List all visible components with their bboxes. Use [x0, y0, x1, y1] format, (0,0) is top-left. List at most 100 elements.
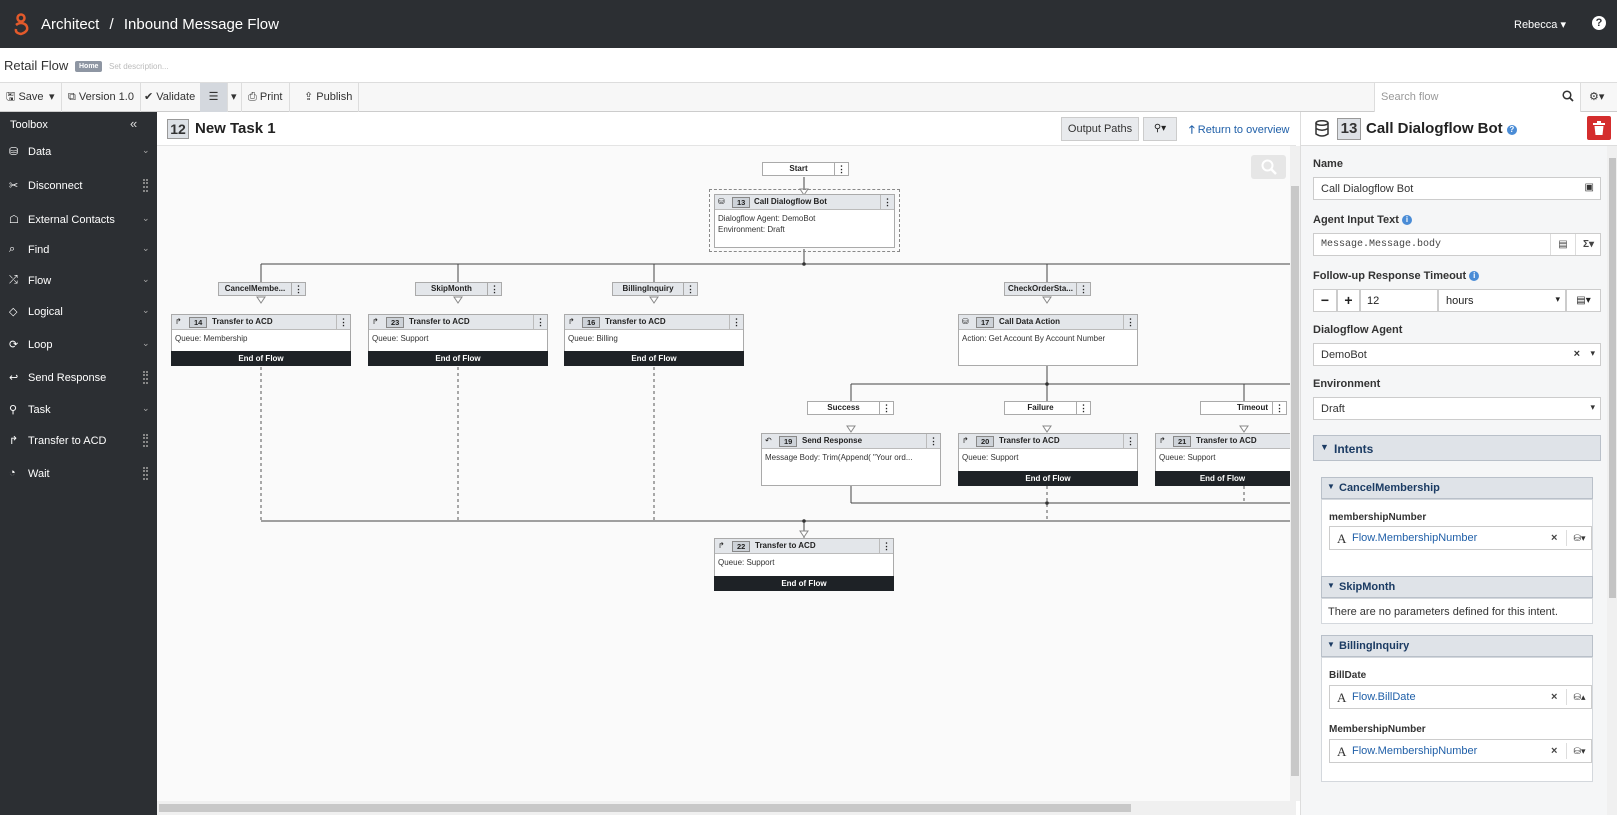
- expression-icon[interactable]: Σ▾: [1575, 234, 1601, 255]
- version-button[interactable]: ⧉ Version 1.0: [62, 83, 141, 112]
- save-dropdown-button[interactable]: ▾: [46, 83, 62, 112]
- breadcrumb-architect[interactable]: Architect: [41, 16, 100, 33]
- drag-handle-icon[interactable]: [143, 434, 148, 447]
- delete-button[interactable]: [1587, 116, 1611, 140]
- search-icon[interactable]: [1562, 90, 1574, 102]
- intent-billinginquiry-header[interactable]: ▼BillingInquiry: [1321, 635, 1593, 657]
- kebab-menu-icon[interactable]: ⋮: [879, 402, 893, 414]
- kebab-menu-icon[interactable]: ⋮: [1123, 434, 1137, 448]
- kebab-menu-icon[interactable]: ⋮: [879, 539, 893, 553]
- intent-cancelmembership-header[interactable]: ▼CancelMembership: [1321, 477, 1593, 499]
- tree-view-button[interactable]: ⚲▾: [1143, 117, 1177, 141]
- user-menu[interactable]: Rebecca ▾: [1514, 18, 1566, 31]
- kebab-menu-icon[interactable]: ⋮: [1076, 283, 1090, 295]
- panel-scrollbar[interactable]: [1607, 146, 1617, 815]
- toolbox-item-loop[interactable]: ⟳Loop⌄: [0, 335, 157, 357]
- decrement-button[interactable]: −: [1313, 289, 1337, 312]
- agent-input-field[interactable]: Message.Message.body ▤ Σ▾: [1313, 233, 1601, 256]
- clear-icon[interactable]: ×: [1551, 745, 1558, 757]
- drag-handle-icon[interactable]: [143, 179, 148, 192]
- info-icon[interactable]: i: [1402, 215, 1413, 225]
- flow-name[interactable]: Retail Flow: [4, 58, 69, 73]
- branch-billinginquiry[interactable]: BillingInquiry⋮: [612, 282, 698, 296]
- dialogflow-agent-select[interactable]: DemoBot×▾: [1313, 343, 1601, 366]
- kebab-menu-icon[interactable]: ⋮: [336, 315, 350, 329]
- kebab-menu-icon[interactable]: ⋮: [834, 163, 848, 175]
- search-flow-input[interactable]: Search flow: [1374, 83, 1581, 112]
- output-paths-button[interactable]: Output Paths: [1061, 117, 1139, 141]
- outcome-failure[interactable]: Failure⋮: [1004, 401, 1091, 415]
- view-dropdown-button[interactable]: ▾: [228, 83, 242, 112]
- branch-cancelmembership[interactable]: CancelMembe...⋮: [218, 282, 306, 296]
- drag-handle-icon[interactable]: [143, 467, 148, 480]
- return-to-overview-link[interactable]: 🡑 Return to overview: [1189, 121, 1290, 140]
- toolbox-item-wait[interactable]: ◔Wait: [0, 464, 157, 486]
- kebab-menu-icon[interactable]: ⋮: [291, 283, 305, 295]
- toolbox-item-task[interactable]: ⚲Task⌄: [0, 400, 157, 422]
- canvas-horizontal-scrollbar[interactable]: [157, 801, 1296, 815]
- outcome-success[interactable]: Success⋮: [807, 401, 894, 415]
- toolbox-item-external-contacts[interactable]: ☖External Contacts⌄: [0, 210, 157, 232]
- variable-menu-icon[interactable]: ⛁▴: [1566, 689, 1592, 705]
- environment-select[interactable]: Draft▾: [1313, 397, 1601, 420]
- scrollbar-thumb[interactable]: [1609, 158, 1616, 598]
- print-button[interactable]: ⎙ Print: [242, 83, 290, 112]
- kebab-menu-icon[interactable]: ⋮: [926, 434, 940, 448]
- toolbox-item-data[interactable]: ⛁Data⌄: [0, 142, 157, 164]
- branch-checkorderstatus[interactable]: CheckOrderSta...⋮: [1004, 282, 1091, 296]
- description-field[interactable]: Set description...: [109, 62, 169, 71]
- kebab-menu-icon[interactable]: ⋮: [729, 315, 743, 329]
- toolbox-item-disconnect[interactable]: ✂Disconnect: [0, 176, 157, 198]
- branch-skipmonth[interactable]: SkipMonth⋮: [415, 282, 502, 296]
- collapse-icon[interactable]: «: [130, 116, 138, 131]
- document-dropdown[interactable]: ▤▾: [1566, 289, 1601, 312]
- table-icon[interactable]: ▤: [1550, 234, 1575, 255]
- canvas-vertical-scrollbar[interactable]: [1290, 146, 1300, 801]
- drag-handle-icon[interactable]: [143, 371, 148, 384]
- save-button[interactable]: 🖫 Save: [0, 83, 46, 112]
- kebab-menu-icon[interactable]: ⋮: [1123, 315, 1137, 329]
- name-field[interactable]: Call Dialogflow Bot▣: [1313, 177, 1601, 200]
- zoom-button[interactable]: [1251, 155, 1286, 179]
- kebab-menu-icon[interactable]: ⋮: [487, 283, 501, 295]
- toolbox-item-logical[interactable]: ◇Logical⌄: [0, 302, 157, 324]
- kebab-menu-icon[interactable]: ⋮: [1076, 402, 1090, 414]
- start-node[interactable]: Start⋮: [762, 162, 849, 176]
- help-icon[interactable]: ?: [1506, 125, 1517, 135]
- intents-section-header[interactable]: ▼Intents: [1313, 435, 1601, 461]
- kebab-menu-icon[interactable]: ⋮: [1272, 402, 1286, 414]
- clear-icon[interactable]: ×: [1551, 532, 1558, 544]
- toolbox-item-flow[interactable]: ⤮Flow⌄: [0, 271, 157, 293]
- help-icon[interactable]: ?: [1592, 16, 1606, 30]
- increment-button[interactable]: +: [1337, 289, 1360, 312]
- scrollbar-thumb[interactable]: [159, 804, 1131, 812]
- info-icon[interactable]: i: [1469, 271, 1480, 281]
- variable-menu-icon[interactable]: ⛁▾: [1566, 743, 1592, 759]
- timeout-value-input[interactable]: 12: [1360, 289, 1438, 312]
- settings-button[interactable]: ⚙▾: [1585, 83, 1608, 112]
- kebab-menu-icon[interactable]: ⋮: [880, 195, 894, 209]
- publish-button[interactable]: ⇪ Publish: [298, 83, 360, 112]
- list-view-button[interactable]: ☰: [200, 83, 228, 112]
- variable-menu-icon[interactable]: ⛁▾: [1566, 530, 1592, 546]
- toolbox-item-find[interactable]: ⌕Find⌄: [0, 240, 157, 262]
- toolbox-item-send-response[interactable]: ↩Send Response: [0, 368, 157, 390]
- outcome-timeout[interactable]: Timeout⋮: [1200, 401, 1287, 415]
- toolbox-item-transfer-to-acd[interactable]: ↱Transfer to ACD: [0, 431, 157, 453]
- clear-icon[interactable]: ×: [1551, 691, 1558, 703]
- kebab-menu-icon[interactable]: ⋮: [533, 315, 547, 329]
- clear-icon[interactable]: ×: [1573, 348, 1580, 360]
- timeout-unit-select[interactable]: hours▾: [1438, 289, 1566, 312]
- kebab-menu-icon[interactable]: ⋮: [683, 283, 697, 295]
